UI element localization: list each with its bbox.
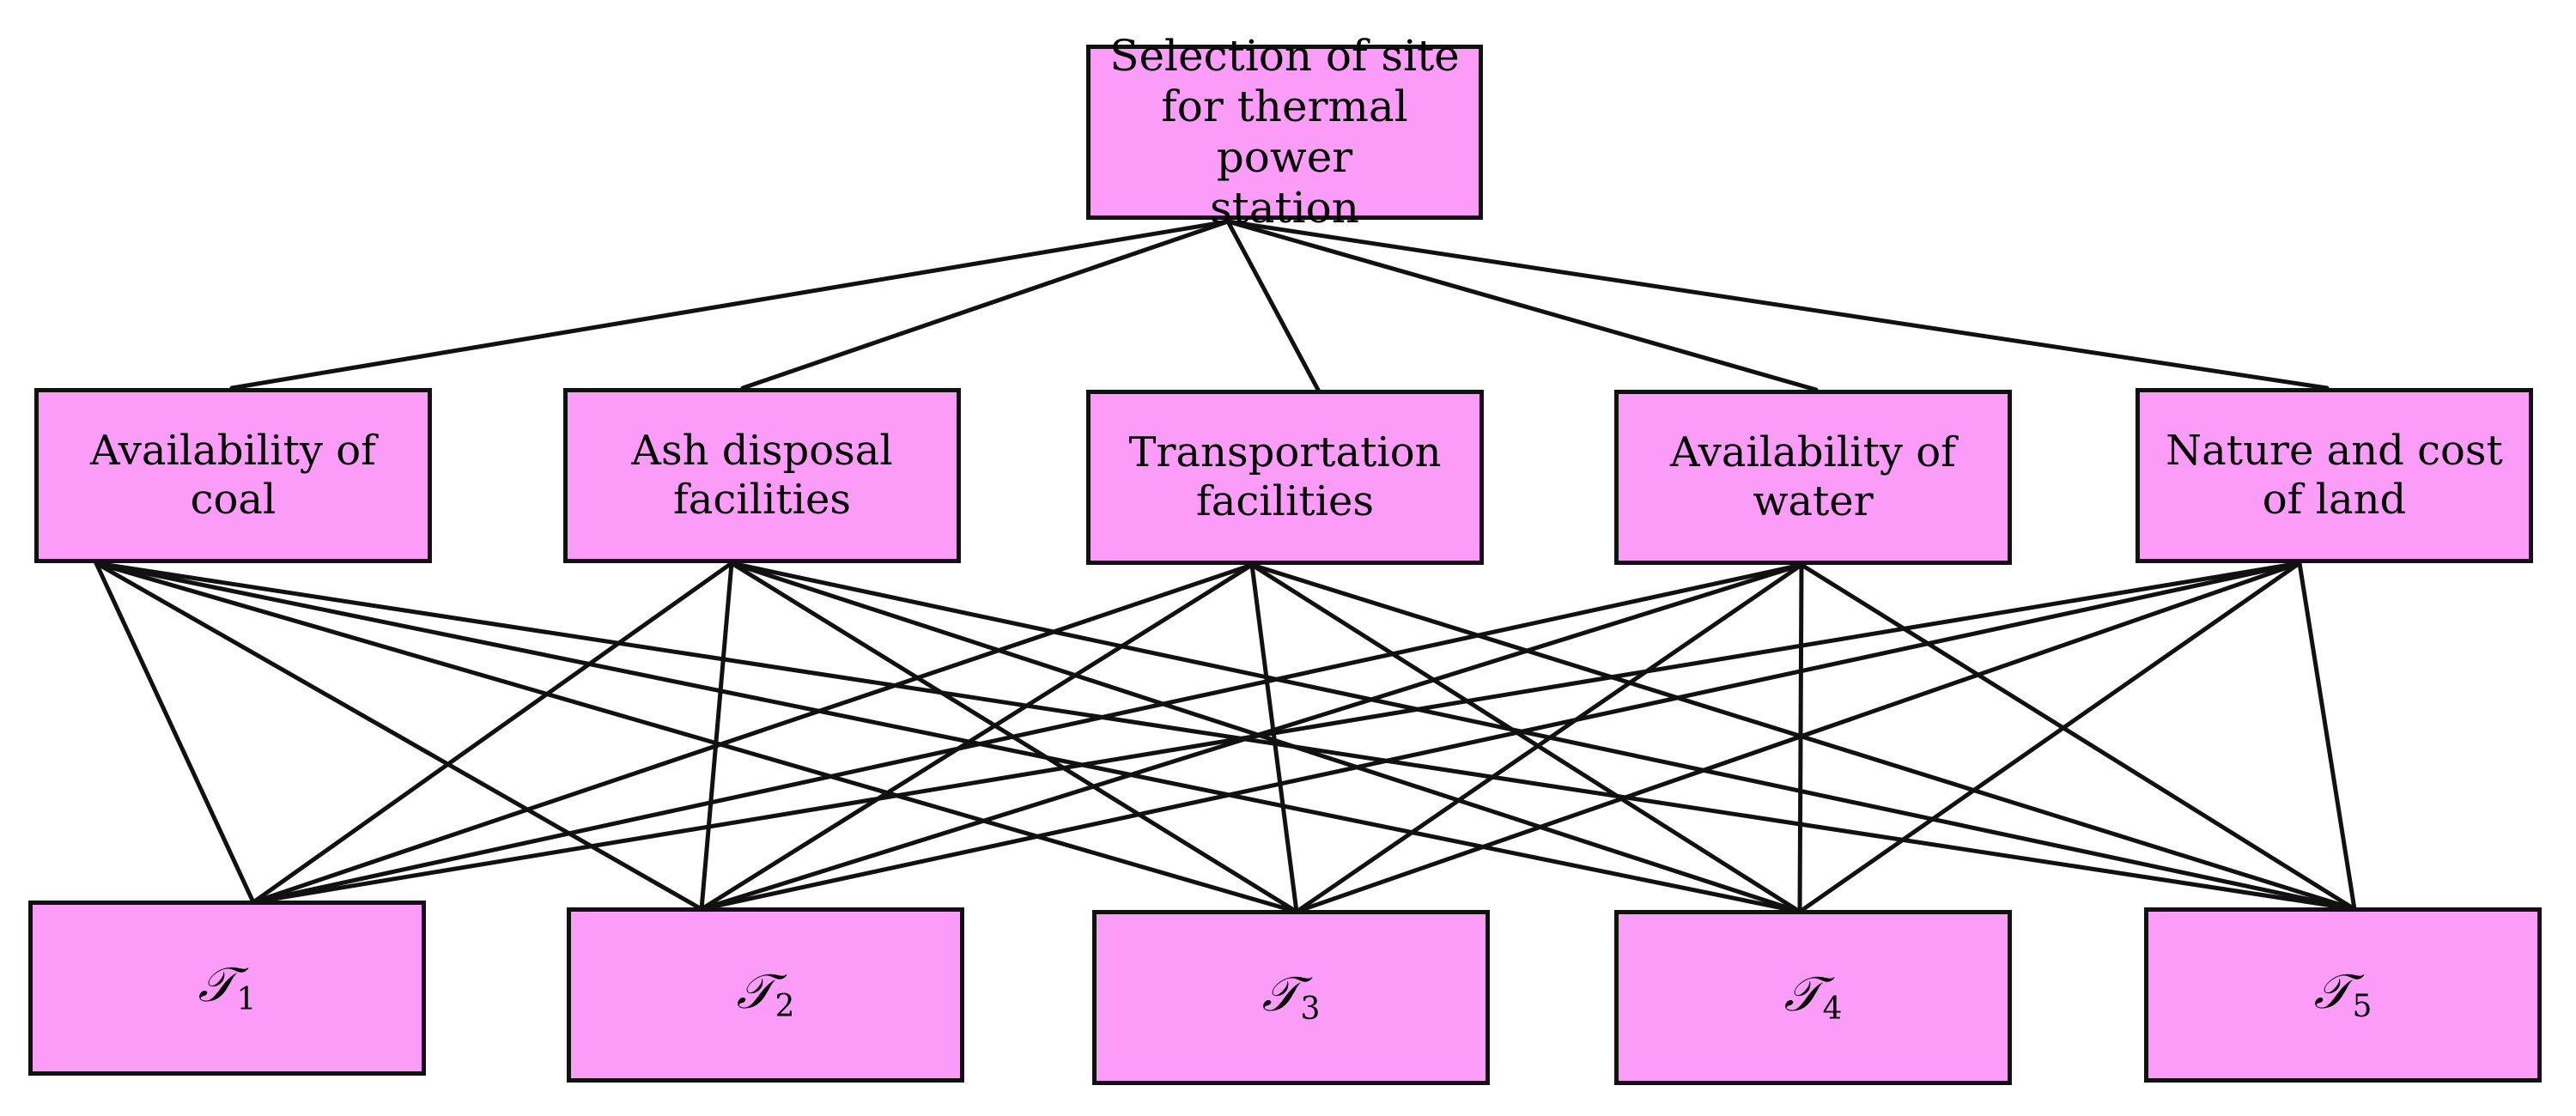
edge-criterion-5-to-alternative-3 xyxy=(1294,561,2302,914)
alternative-symbol: 𝒯 xyxy=(736,963,774,1020)
alternative-index: 4 xyxy=(1822,991,1843,1027)
edge-criterion-4-to-alternative-3 xyxy=(1294,562,1804,914)
alternative-symbol: 𝒯 xyxy=(2313,963,2351,1020)
alternative-index: 1 xyxy=(236,981,257,1017)
edge-criterion-1-to-alternative-5 xyxy=(94,561,2357,912)
edge-criterion-1-to-alternative-1 xyxy=(94,561,256,905)
alternative-symbol: 𝒯 xyxy=(1783,966,1821,1022)
edge-criterion-5-to-alternative-5 xyxy=(2297,561,2357,912)
edge-criterion-1-to-alternative-3 xyxy=(94,561,1299,914)
edge-criterion-2-to-alternative-5 xyxy=(729,561,2357,912)
edge-criterion-4-to-alternative-5 xyxy=(1799,562,2357,912)
alternative-node-4: 𝒯4 xyxy=(1614,910,2012,1085)
alternative-label: 𝒯5 xyxy=(2314,967,2372,1024)
alternative-label: 𝒯4 xyxy=(1784,970,1843,1027)
edge-criterion-3-to-alternative-4 xyxy=(1249,562,1802,914)
edge-criterion-1-to-alternative-2 xyxy=(94,561,704,912)
edge-root-to-criterion-4 xyxy=(1225,219,1819,392)
edge-criterion-4-to-alternative-1 xyxy=(251,562,1804,905)
edge-root-to-criterion-1 xyxy=(229,219,1230,391)
edge-criterion-1-to-alternative-4 xyxy=(94,561,1802,914)
alternative-node-1: 𝒯1 xyxy=(28,901,426,1076)
criteria-to-alternatives-edges xyxy=(94,561,2357,914)
edge-criterion-2-to-alternative-4 xyxy=(729,561,1802,914)
edge-criterion-3-to-alternative-3 xyxy=(1249,562,1299,914)
edge-root-to-criterion-5 xyxy=(1225,219,2330,391)
alternative-node-5: 𝒯5 xyxy=(2144,907,2542,1083)
edge-root-to-criterion-2 xyxy=(740,219,1230,391)
alternative-symbol: 𝒯 xyxy=(1261,966,1299,1022)
alternative-label: 𝒯1 xyxy=(198,961,257,1016)
edge-criterion-5-to-alternative-2 xyxy=(699,561,2302,912)
edge-criterion-2-to-alternative-1 xyxy=(251,561,734,905)
edge-criterion-3-to-alternative-2 xyxy=(699,562,1255,912)
root-to-criteria-edges xyxy=(229,219,2330,392)
edge-criterion-3-to-alternative-1 xyxy=(251,562,1255,905)
alternative-node-3: 𝒯3 xyxy=(1092,910,1490,1085)
edge-criterion-5-to-alternative-1 xyxy=(251,561,2302,905)
alternative-node-2: 𝒯2 xyxy=(567,907,964,1083)
alternative-index: 3 xyxy=(1300,991,1321,1027)
edge-root-to-criterion-3 xyxy=(1225,219,1321,392)
alternative-label: 𝒯3 xyxy=(1262,970,1321,1027)
alternative-symbol: 𝒯 xyxy=(197,956,235,1013)
alternative-index: 2 xyxy=(775,988,795,1024)
alternative-index: 5 xyxy=(2352,988,2372,1024)
edge-criterion-5-to-alternative-4 xyxy=(1797,561,2302,914)
alternative-label: 𝒯2 xyxy=(737,967,795,1024)
edge-criterion-2-to-alternative-2 xyxy=(699,561,734,912)
